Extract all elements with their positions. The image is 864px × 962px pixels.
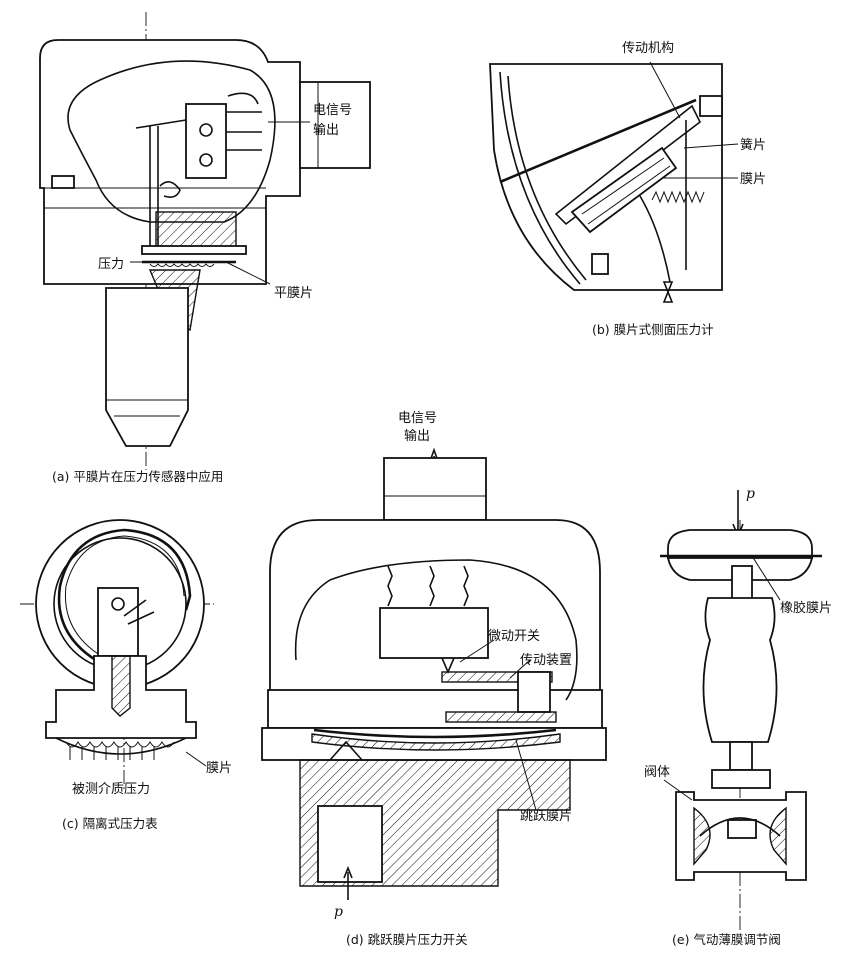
figure-b-mechanism-label: 传动机构: [622, 41, 674, 56]
figure-b-caption: (b) 膜片式侧面压力计: [592, 322, 714, 337]
figure-d-snap-label: 跳跃膜片: [520, 809, 572, 824]
figure-d-transmission-label: 传动装置: [520, 653, 572, 668]
figure-e-p-label: p: [746, 486, 755, 502]
figure-a-drawing: [39, 12, 371, 470]
figure-d-drawing: [261, 447, 607, 900]
figure-b-spring-label: 簧片: [740, 137, 766, 153]
figure-b-drawing: [489, 61, 739, 303]
figure-e-rubber-label: 橡胶膜片: [780, 600, 832, 616]
figure-d-output-label: 输出: [404, 428, 430, 444]
figure-a-caption: (a) 平膜片在压力传感器中应用: [52, 469, 223, 484]
figure-c-caption: (c) 隔离式压力表: [62, 816, 158, 831]
figure-e-valvebody-label: 阀体: [644, 765, 670, 780]
figure-b-diaphragm-label: 膜片: [740, 172, 766, 187]
figure-d-caption: (d) 跳跃膜片压力开关: [346, 932, 468, 947]
figure-d-microswitch-label: 微动开关: [488, 629, 540, 644]
figure-a-output-label: 输出: [313, 122, 339, 138]
figure-a-pressure-label: 压力: [98, 257, 124, 272]
figure-e-drawing: [660, 490, 822, 930]
figure-a-signal-label: 电信号: [313, 103, 352, 118]
figure-d-p-label: p: [334, 904, 343, 920]
figure-c-medium-label: 被测介质压力: [72, 782, 150, 797]
figure-e-caption: (e) 气动薄膜调节阀: [672, 932, 781, 947]
figure-a-diaphragm-label: 平膜片: [274, 286, 313, 301]
figure-c-diaphragm-label: 膜片: [206, 761, 232, 776]
figure-c-drawing: [20, 519, 214, 790]
figure-d-signal-label: 电信号: [398, 411, 437, 426]
